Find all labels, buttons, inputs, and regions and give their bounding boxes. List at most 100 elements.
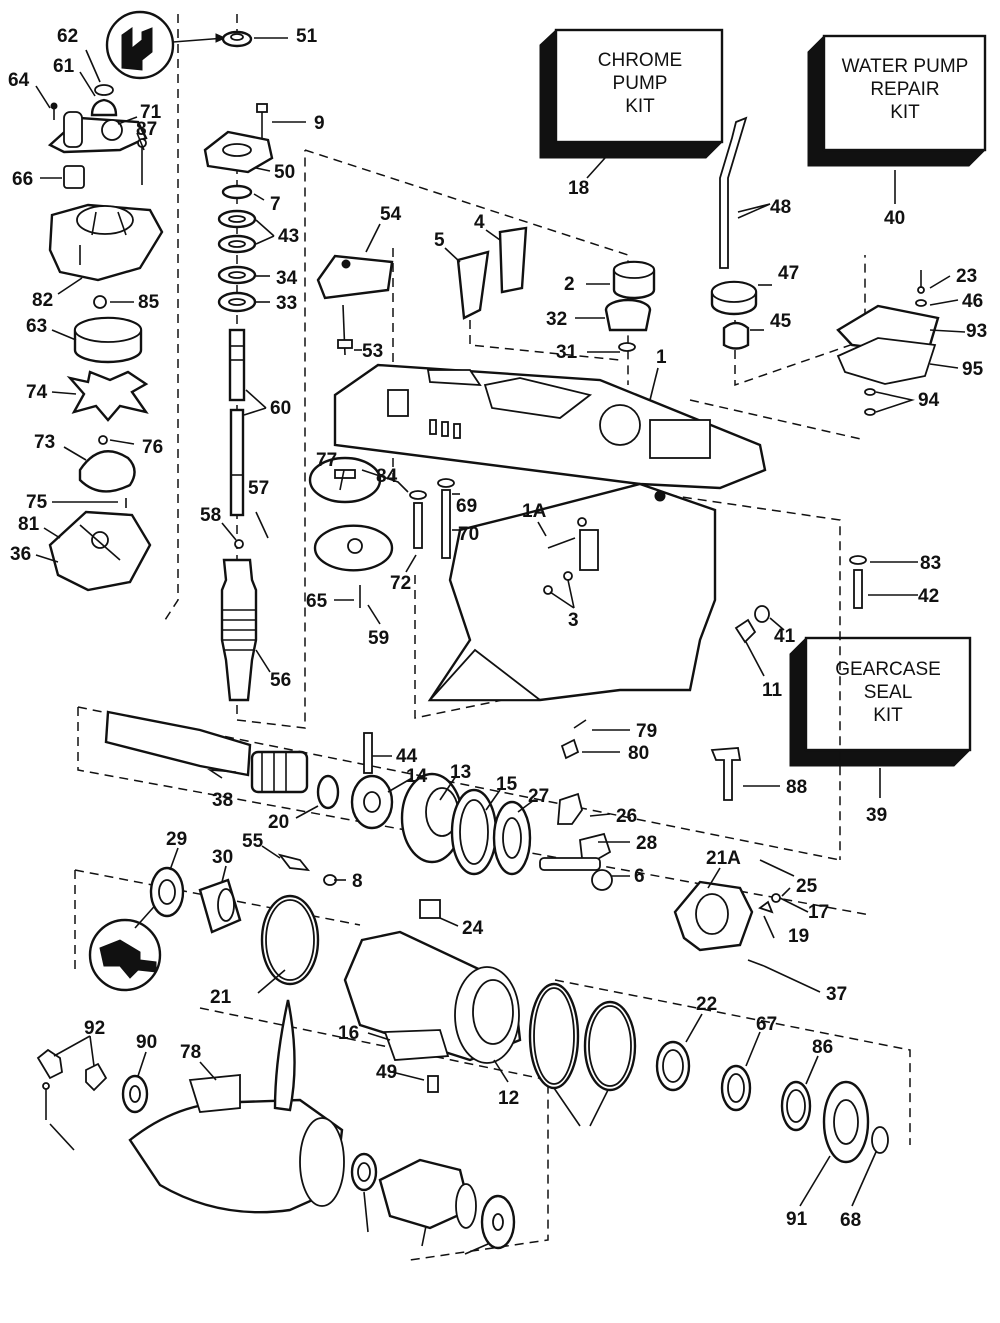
kit-label-line: WATER PUMP — [842, 56, 969, 77]
callout: 92 — [84, 1018, 105, 1039]
callout: 28 — [636, 833, 657, 854]
callout: 66 — [12, 169, 33, 190]
callout: 1A — [522, 501, 547, 522]
callout: 31 — [556, 342, 578, 363]
pinion-gear-parts — [655, 859, 889, 1164]
callout: 21A — [706, 848, 741, 869]
water-pump-repair-kit-box: WATER PUMP REPAIR KIT — [807, 34, 987, 167]
propeller-assembly — [36, 999, 516, 1250]
kit-label-line: KIT — [873, 705, 903, 726]
callout: 93 — [966, 321, 987, 342]
callout: 67 — [756, 1014, 777, 1035]
callout: 79 — [636, 721, 657, 742]
kit-label-line: REPAIR — [870, 79, 939, 100]
callout: 33 — [276, 293, 297, 314]
callout: 39 — [866, 805, 887, 826]
callout: 25 — [796, 876, 818, 897]
callout: 91 — [786, 1209, 808, 1230]
callout: 1 — [656, 347, 667, 368]
kit-label-line: PUMP — [613, 73, 668, 94]
callout: 44 — [396, 746, 418, 767]
callout: 49 — [376, 1062, 397, 1083]
kit-label-line: SEAL — [864, 682, 913, 703]
callout: 75 — [26, 492, 48, 513]
callout: 57 — [248, 478, 269, 499]
callout: 7 — [270, 194, 281, 215]
callout: 90 — [136, 1032, 157, 1053]
callout: 43 — [278, 226, 299, 247]
callout: 42 — [918, 586, 939, 607]
kit-label-line: GEARCASE — [835, 659, 941, 680]
pump-cover-assembly — [47, 84, 148, 185]
callout: 14 — [406, 766, 428, 787]
callout: 46 — [962, 291, 983, 312]
callout: 30 — [212, 847, 233, 868]
callout: 27 — [528, 786, 549, 807]
callout: 82 — [32, 290, 53, 311]
impeller-plate — [48, 510, 152, 592]
callout: 53 — [362, 341, 383, 362]
callout: 81 — [18, 514, 40, 535]
callout: 15 — [496, 774, 518, 795]
callout: 69 — [456, 496, 477, 517]
callout: 80 — [628, 743, 649, 764]
callout: 63 — [26, 316, 47, 337]
callout: 59 — [368, 628, 389, 649]
callout: 5 — [434, 230, 445, 251]
callout: 16 — [338, 1023, 359, 1044]
callout: 38 — [212, 790, 233, 811]
gearcase-housing — [333, 363, 767, 702]
callout: 8 — [352, 871, 363, 892]
callout: 21 — [210, 987, 232, 1008]
shift-rod-parts — [710, 116, 940, 416]
callout: 95 — [962, 359, 984, 380]
callout: 62 — [57, 26, 78, 47]
callout: 4 — [474, 212, 485, 233]
callout: 70 — [458, 524, 479, 545]
impeller-parts — [66, 316, 149, 508]
callout: 51 — [296, 26, 318, 47]
water-pump-housing-icon — [105, 10, 227, 80]
callout: 48 — [770, 197, 791, 218]
callout: 2 — [564, 274, 575, 295]
propshaft-assembly — [104, 710, 613, 891]
callout: 18 — [568, 178, 589, 199]
callout: 47 — [778, 263, 799, 284]
callout: 61 — [53, 56, 75, 77]
callout: 22 — [696, 994, 717, 1015]
callout: 19 — [788, 926, 809, 947]
callout: 13 — [450, 762, 471, 783]
leader-lines — [35, 37, 966, 1255]
callout: 77 — [316, 450, 337, 471]
callout: 74 — [26, 382, 48, 403]
callout: 55 — [242, 831, 264, 852]
callout: 58 — [200, 505, 221, 526]
callout: 65 — [306, 591, 328, 612]
water-pump-housing — [48, 165, 164, 309]
callout: 73 — [34, 432, 55, 453]
callout: 56 — [270, 670, 291, 691]
callout: 20 — [268, 812, 289, 833]
callout: 26 — [616, 806, 637, 827]
callout: 85 — [138, 292, 160, 313]
callout: 83 — [920, 553, 941, 574]
callout: 36 — [10, 544, 31, 565]
callout: 68 — [840, 1210, 861, 1231]
gearcase-housing-icon — [88, 899, 162, 992]
callout: 94 — [918, 390, 940, 411]
kit-label-line: CHROME — [598, 50, 682, 71]
callout: 71 — [140, 102, 162, 123]
callout: 64 — [8, 70, 30, 91]
callout: 24 — [462, 918, 484, 939]
driveshaft-stack — [203, 30, 274, 702]
callout: 37 — [826, 984, 847, 1005]
chrome-pump-kit-box: CHROME PUMP KIT — [539, 28, 724, 159]
callout: 11 — [762, 680, 783, 701]
callout: 17 — [808, 902, 829, 923]
kit-label-line: KIT — [890, 102, 920, 123]
callout: 6 — [634, 866, 645, 887]
callout: 60 — [270, 398, 291, 419]
callout: 23 — [956, 266, 977, 287]
callout: 32 — [546, 309, 567, 330]
